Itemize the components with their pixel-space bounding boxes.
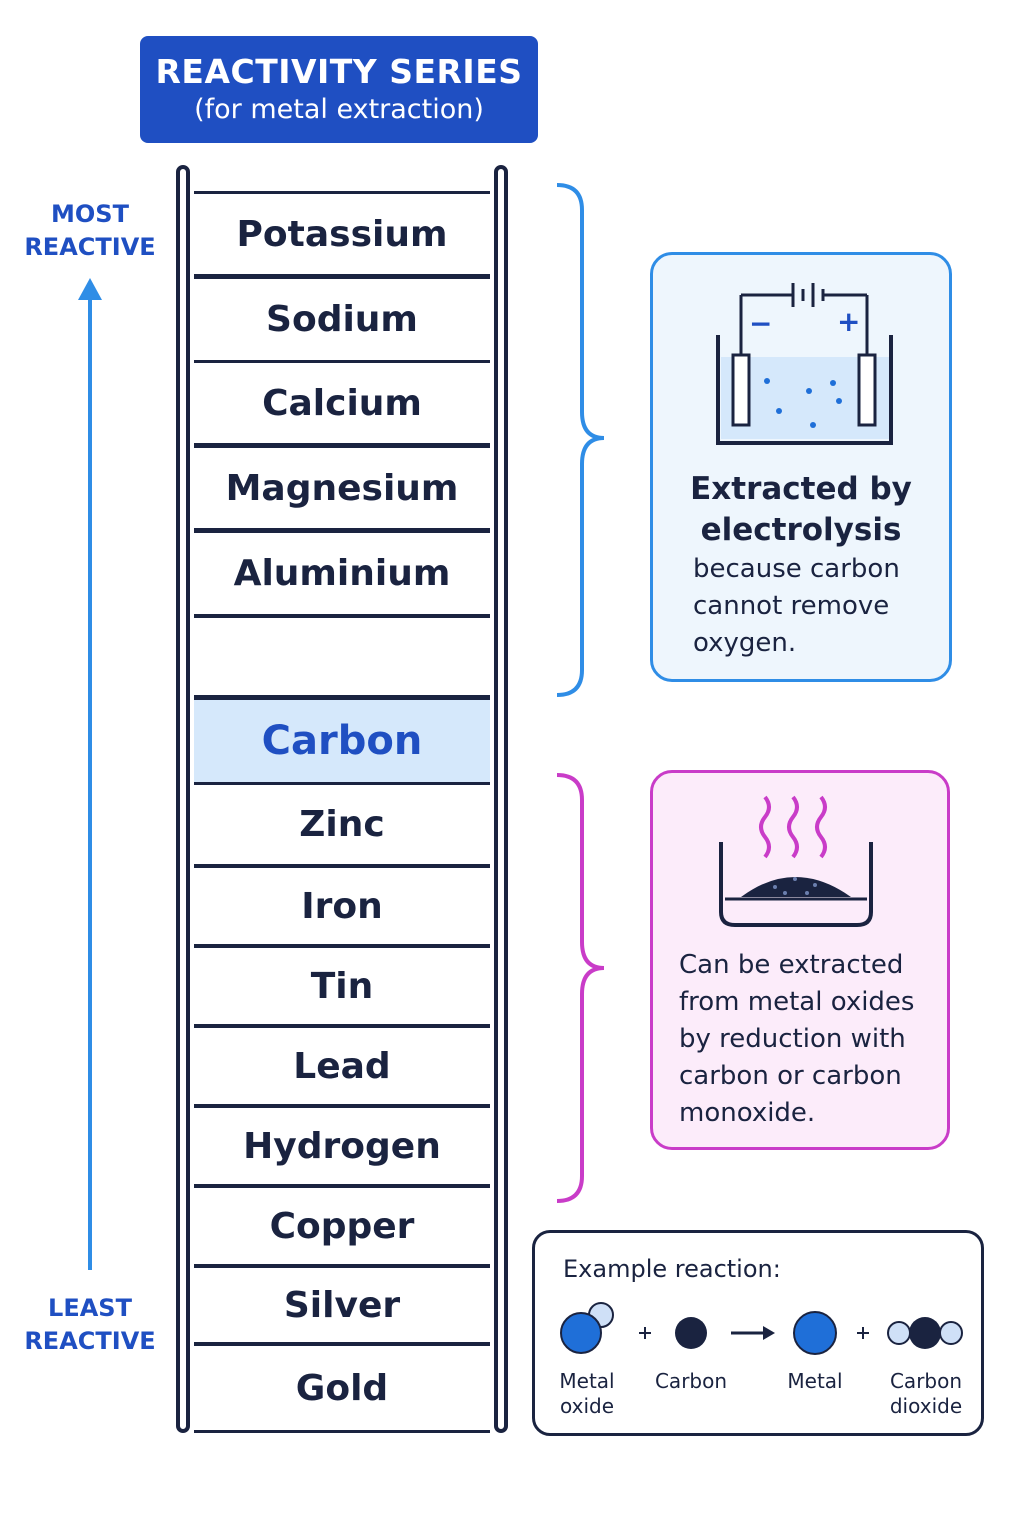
rung-gold: Gold <box>194 1343 490 1433</box>
rung-magnesium: Magnesium <box>194 445 490 531</box>
reduction-body-line5: monoxide. <box>679 1098 816 1128</box>
ladder-rail-left <box>176 165 190 1433</box>
metal-oxide-label: Metal oxide <box>549 1369 625 1419</box>
electrolysis-card: − + Extracted by electrolysis because ca… <box>650 252 952 682</box>
electrolysis-body-line2: cannot remove <box>693 591 890 621</box>
most-reactive-line2: REACTIVE <box>24 233 156 261</box>
electrolysis-heading-line2: electrolysis <box>700 512 902 548</box>
example-title: Example reaction: <box>563 1255 781 1283</box>
least-reactive-label: LEAST REACTIVE <box>20 1292 160 1358</box>
rung-potassium: Potassium <box>194 191 490 277</box>
most-reactive-line1: MOST <box>51 200 129 228</box>
carbon-dioxide-label: Carbon dioxide <box>881 1369 971 1419</box>
reduction-card: Can be extracted from metal oxides by re… <box>650 770 950 1150</box>
rung-zinc: Zinc <box>194 782 490 867</box>
electrolysis-cell-icon <box>716 283 893 445</box>
carbon-dioxide-line1: Carbon <box>889 1369 963 1393</box>
metal-label: Metal <box>787 1369 843 1393</box>
title-banner: REACTIVITY SERIES (for metal extraction) <box>140 36 538 143</box>
electrolysis-body-line3: oxygen. <box>693 628 797 658</box>
heated-crucible-icon <box>719 795 873 927</box>
reduction-body-line1: Can be extracted <box>679 950 904 980</box>
most-reactive-label: MOST REACTIVE <box>20 198 160 264</box>
page-subtitle: (for metal extraction) <box>194 94 484 125</box>
rung-calcium: Calcium <box>194 360 490 446</box>
reduction-body-line3: by reduction with <box>679 1024 906 1054</box>
rung-silver: Silver <box>194 1265 490 1345</box>
electrolysis-heading-line1: Extracted by <box>690 471 912 507</box>
metal-oxide-line1: Metal <box>559 1369 615 1393</box>
electrolysis-body-line1: because carbon <box>693 554 900 584</box>
rung-lead: Lead <box>194 1025 490 1107</box>
reduction-bracket-icon <box>556 773 605 1203</box>
least-reactive-line1: LEAST <box>48 1294 132 1322</box>
rung-tin: Tin <box>194 945 490 1027</box>
example-reaction-box: Example reaction: Metal oxide Carbon Met… <box>532 1230 984 1436</box>
metal-oxide-line2: oxide <box>559 1394 614 1418</box>
page-title: REACTIVITY SERIES <box>155 52 523 91</box>
carbon-label: Carbon <box>654 1369 728 1393</box>
electrolysis-heading: Extracted by electrolysis <box>653 469 949 551</box>
ladder-rail-right <box>494 165 508 1433</box>
rung-aluminium: Aluminium <box>194 530 490 617</box>
rung-carbon: Carbon <box>194 697 490 785</box>
plus-sign: + <box>837 305 861 338</box>
reduction-description: Can be extracted from metal oxides by re… <box>679 947 914 1132</box>
rung-sodium: Sodium <box>194 276 490 363</box>
rung-copper: Copper <box>194 1185 490 1267</box>
minus-sign: − <box>749 307 773 340</box>
electrolysis-bracket-icon <box>556 183 605 697</box>
reduction-body-line2: from metal oxides <box>679 987 915 1017</box>
rung-iron: Iron <box>194 865 490 947</box>
rung-empty <box>194 615 490 698</box>
electrolysis-description: because carbon cannot remove oxygen. <box>693 551 900 662</box>
reaction-equation-icon <box>560 1302 963 1355</box>
reduction-body-line4: carbon or carbon <box>679 1061 902 1091</box>
carbon-dioxide-line2: dioxide <box>889 1394 963 1418</box>
least-reactive-line2: REACTIVE <box>24 1327 156 1355</box>
reactivity-arrow-icon <box>78 278 102 1270</box>
rung-hydrogen: Hydrogen <box>194 1105 490 1187</box>
